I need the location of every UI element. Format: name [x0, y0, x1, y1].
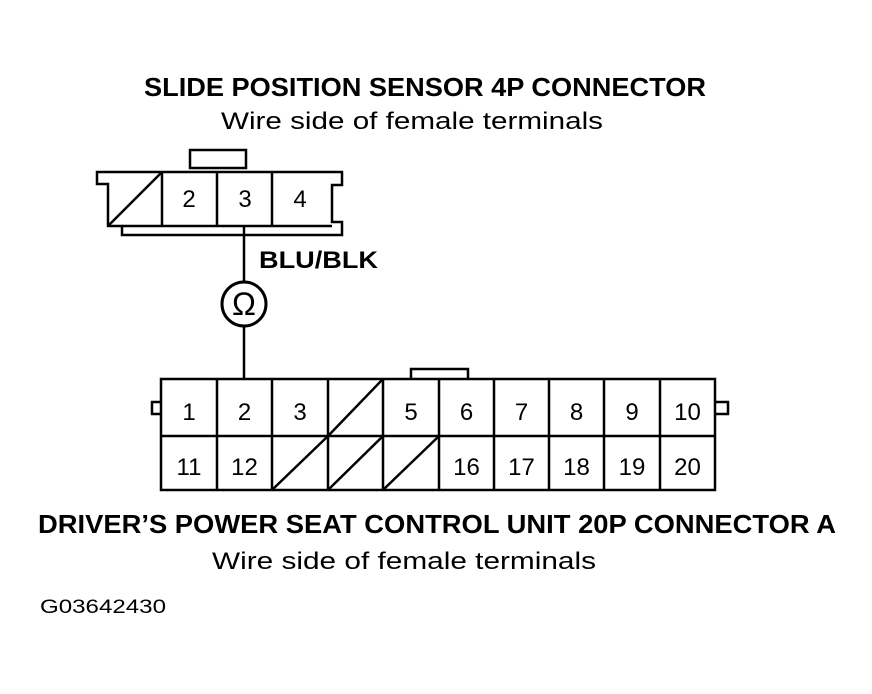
blank-terminal-slash	[383, 436, 439, 490]
bottom-terminal-label: 16	[453, 454, 480, 481]
blank-terminal-slash	[328, 436, 383, 490]
top-terminal-label: 2	[182, 186, 195, 213]
bottom-connector-left-key	[150, 400, 161, 416]
bottom-connector-title: DRIVER’S POWER SEAT CONTROL UNIT 20P CON…	[38, 509, 836, 539]
top-connector	[95, 148, 344, 237]
top-connector-latch	[188, 148, 248, 170]
bottom-terminal-label: 1	[182, 399, 195, 426]
bottom-terminal-label: 19	[619, 454, 646, 481]
bottom-terminal-label: 9	[625, 399, 638, 426]
bottom-terminal-label: 18	[563, 454, 590, 481]
test-wire	[220, 226, 268, 379]
blank-terminal-slash	[328, 379, 383, 436]
bottom-connector-right-key	[715, 400, 730, 416]
bottom-terminal-label: 11	[177, 454, 202, 481]
figure-code: G03642430	[40, 597, 166, 618]
blank-terminal-slash	[107, 171, 163, 227]
bottom-terminal-label: 5	[404, 399, 417, 426]
wire-color-label: BLU/BLK	[259, 247, 379, 274]
bottom-terminal-label: 17	[508, 454, 535, 481]
blank-terminal-slash	[272, 436, 328, 490]
bottom-terminal-label: 12	[231, 454, 258, 481]
ohm-icon: Ω	[232, 286, 256, 322]
top-connector-subtitle: Wire side of female terminals	[221, 108, 603, 135]
bottom-connector-subtitle: Wire side of female terminals	[212, 548, 596, 575]
bottom-terminal-label: 6	[460, 399, 473, 426]
bottom-terminal-label: 7	[515, 399, 528, 426]
top-terminal-label: 4	[293, 186, 306, 213]
bottom-connector-latch	[409, 367, 470, 379]
bottom-terminal-label: 8	[570, 399, 583, 426]
bottom-terminal-label: 20	[674, 454, 701, 481]
top-connector-terminals: 2 3 4	[107, 171, 307, 227]
bottom-terminal-label: 10	[674, 399, 701, 426]
bottom-terminal-label: 3	[293, 399, 306, 426]
top-connector-title: SLIDE POSITION SENSOR 4P CONNECTOR	[144, 72, 706, 102]
top-terminal-label: 3	[238, 186, 251, 213]
bottom-terminal-label: 2	[238, 399, 251, 426]
top-connector-outline	[95, 170, 344, 237]
